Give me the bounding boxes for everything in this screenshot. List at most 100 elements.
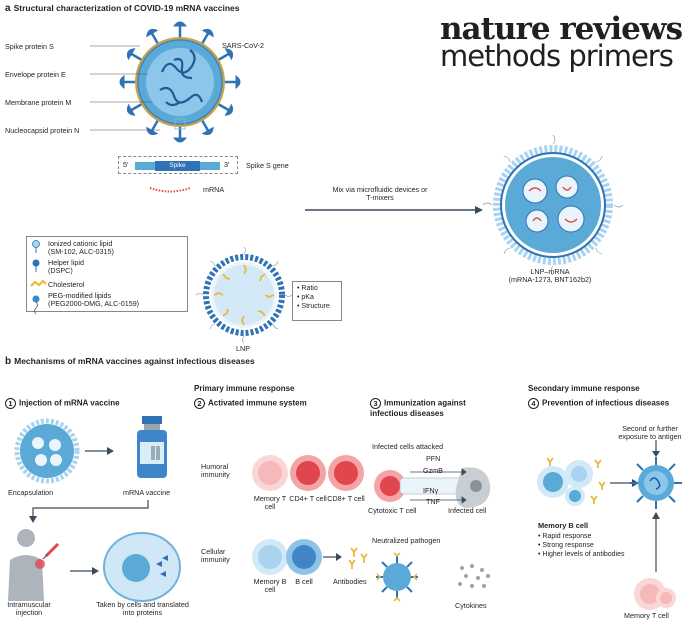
lnp-mrna-detail: (mRNA-1273, BNT162b2) xyxy=(508,275,592,285)
arrow-injection-to-cell xyxy=(70,567,99,575)
mix-label: Mix via microfluidic devices or T-mixers xyxy=(332,185,428,203)
virus-name-label: SARS-CoV-2 xyxy=(222,41,264,50)
secondary-response-header: Secondary immune response xyxy=(528,384,640,393)
cytokines-icon xyxy=(458,564,490,588)
section-a-letter: a xyxy=(5,3,11,14)
section-b-letter: b xyxy=(5,356,12,367)
mrna-strand xyxy=(149,187,191,193)
label-membrane-protein: Membrane protein M xyxy=(5,98,72,107)
section-a-title-text: Structural characterization of COVID-19 … xyxy=(13,3,240,13)
lnp-properties-box: Ratio pKa Structure xyxy=(292,281,342,321)
step-1-label: Injection of mRNA vaccine xyxy=(19,398,120,408)
cd4-t-cell-icon xyxy=(290,455,326,491)
pfn-label: PFN xyxy=(426,454,441,463)
legend-cholesterol: Cholesterol xyxy=(48,280,85,289)
memory-t-cell-step4-label: Memory T cell xyxy=(624,611,669,620)
gene-bar: Spike xyxy=(135,161,220,171)
humoral-immunity-label: Humoral immunity xyxy=(201,462,230,480)
peg-lipid-icon xyxy=(32,295,40,315)
mix-arrow xyxy=(305,206,483,214)
primary-response-header: Primary immune response xyxy=(194,384,295,393)
legend-peg-lipid: PEG-modified lipids (PEG2000-DMG, ALC-01… xyxy=(48,291,139,309)
sars-cov-2-virus xyxy=(119,21,241,143)
bullet-rapid-response: Rapid response xyxy=(538,533,625,542)
memory-b-cell-title: Memory B cell xyxy=(538,521,589,530)
legend-ionized-lipid: Ionized cationic lipid (SM-102, ALC-0315… xyxy=(48,239,114,257)
mrna-vaccine-label: mRNA vaccine xyxy=(123,488,171,497)
label-spike-protein: Spike protein S xyxy=(5,42,54,51)
gzmb-label: GzmB xyxy=(423,466,443,475)
helper-lipid-icon xyxy=(32,259,40,272)
memory-t-cell-icon xyxy=(252,455,288,491)
legend-helper-lipid: Helper lipid (DSPC) xyxy=(48,258,84,276)
memory-t-cell-label: Memory T cell xyxy=(253,494,287,512)
antibodies-label: Antibodies xyxy=(333,577,367,586)
b-cell-label: B cell xyxy=(295,577,313,586)
cd8-t-cell-icon xyxy=(328,455,364,491)
spike-proteins xyxy=(119,21,241,143)
gene-five-prime: 5′ xyxy=(123,160,129,169)
intramuscular-injection-label: Intramuscular injection xyxy=(7,600,51,618)
step-1-number: 1 xyxy=(5,398,16,409)
arrow-bcell-to-antibodies xyxy=(323,553,342,561)
neutralized-virus-icon xyxy=(376,552,418,602)
cd8-t-cell-label: CD8+ T cell xyxy=(327,494,365,503)
infected-cell-label: Infected cell xyxy=(448,506,487,515)
lnp-mrna-vesicles xyxy=(522,175,585,233)
arrow-encap-to-vaccine xyxy=(85,447,114,455)
infected-cells-attacked-label: Infected cells attacked xyxy=(372,442,444,451)
lnp-cholesterol xyxy=(213,264,275,326)
cholesterol-icon xyxy=(30,279,47,287)
lnp-prop-pka: pKa xyxy=(297,294,337,303)
second-exposure-label: Second or further exposure to antigen xyxy=(618,424,682,442)
bullet-strong-response: Strong response xyxy=(538,542,625,551)
arrow-vaccine-to-injection xyxy=(29,500,149,523)
taken-by-cells-label: Taken by cells and translated into prote… xyxy=(96,600,189,618)
tnf-label: TNF xyxy=(426,497,440,506)
label-nucleocapsid-protein: Nucleocapsid protein N xyxy=(5,126,80,135)
lnp-particle xyxy=(195,246,293,344)
cytotoxic-attack-illustration xyxy=(374,467,491,508)
arrow-up-from-tcell xyxy=(652,512,660,572)
spike-gene-box xyxy=(118,156,238,174)
gene-spike-segment: Spike xyxy=(155,161,200,171)
lnp-mrna-name: LNP–mRNA xyxy=(530,267,570,276)
gene-three-prime: 3′ xyxy=(224,160,230,169)
b-cell-icon xyxy=(286,539,322,575)
nucleocapsid-rna xyxy=(159,49,204,107)
step-3-label: Immunization against infectious diseases xyxy=(370,398,466,418)
step-4-label: Prevention of infectious diseases xyxy=(542,398,670,408)
section-b-title-text: Mechanisms of mRNA vaccines against infe… xyxy=(14,356,255,366)
legend-icons xyxy=(30,240,47,315)
memory-b-bullets: Rapid response Strong response Higher le… xyxy=(538,533,625,560)
legend-ionized-lipid-name: Ionized cationic lipid xyxy=(48,239,113,248)
host-cell-translation xyxy=(103,532,181,602)
encapsulation-label: Encapsulation xyxy=(8,488,54,497)
lnp-label: LNP xyxy=(236,344,250,353)
ionized-lipid-icon xyxy=(32,240,40,253)
virus-leader-lines xyxy=(90,45,160,131)
vaccine-vial-icon xyxy=(137,416,167,478)
step-2-label: Activated immune system xyxy=(208,398,307,408)
cytokines-label: Cytokines xyxy=(455,601,487,610)
memory-t-cell-step4-icon xyxy=(634,578,676,610)
legend-helper-lipid-detail: (DSPC) xyxy=(48,266,73,276)
lnp-mrna-label: LNP–mRNA (mRNA-1273, BNT162b2) xyxy=(500,267,600,285)
legend-peg-lipid-name: PEG-modified lipids xyxy=(48,291,112,300)
lnp-prop-structure: Structure xyxy=(297,303,337,312)
person-injection-icon xyxy=(8,529,60,601)
arrow-down-to-virus xyxy=(652,440,660,457)
memory-b-cell-icon xyxy=(252,539,288,575)
legend-ionized-lipid-detail: (SM-102, ALC-0315) xyxy=(48,247,114,257)
legend-helper-lipid-name: Helper lipid xyxy=(48,258,84,267)
lnp-prop-ratio: Ratio xyxy=(297,285,337,294)
bullet-higher-antibodies: Higher levels of antibodies xyxy=(538,551,624,560)
cellular-immunity-label: Cellular immunity xyxy=(201,547,230,565)
lnp-mrna-peg-chains xyxy=(482,134,624,276)
cytotoxic-t-cell-label: Cytotoxic T cell xyxy=(368,506,417,515)
brand-subtitle: methods primers xyxy=(440,39,674,73)
